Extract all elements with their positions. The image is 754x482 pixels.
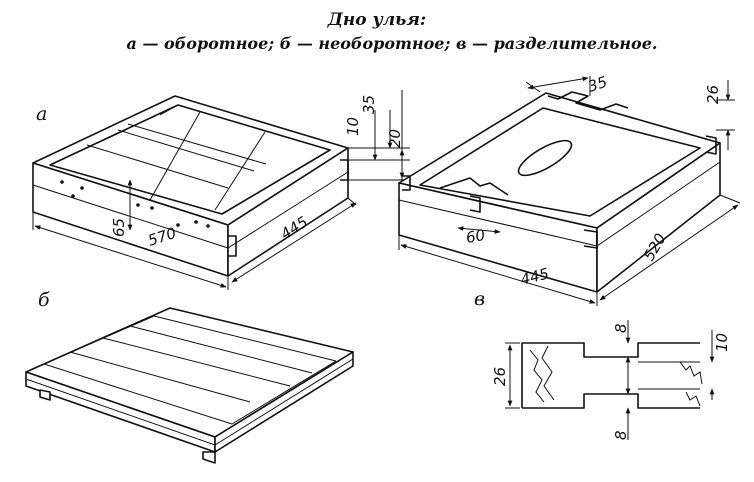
dim-a-20: 20 — [386, 129, 404, 148]
dim-v-35: 35 — [586, 73, 610, 96]
drawing-b-nonreversible-bottom — [25, 307, 354, 464]
dim-a-10: 10 — [344, 117, 362, 136]
dim-profile-8-bottom: 8 — [612, 430, 630, 440]
caption-legend: а — оборотное; б — необоротное; в — разд… — [126, 34, 658, 53]
dim-a-65: 65 — [110, 218, 128, 237]
drawing-a-reversible-bottom — [32, 90, 410, 290]
dim-v-60: 60 — [465, 226, 487, 247]
label-v: в — [474, 288, 485, 310]
drawing-v-dividing-bottom — [398, 76, 741, 306]
label-a: а — [36, 103, 47, 125]
label-b: б — [38, 289, 50, 311]
dim-a-35: 35 — [360, 95, 378, 114]
dim-profile-26: 26 — [491, 367, 509, 386]
dim-profile-8-top: 8 — [612, 323, 630, 333]
dim-profile-10: 10 — [713, 333, 731, 352]
dim-v-26: 26 — [704, 85, 722, 104]
caption-title: Дно улья: — [327, 10, 427, 30]
drawing-rail-profile — [505, 320, 715, 440]
